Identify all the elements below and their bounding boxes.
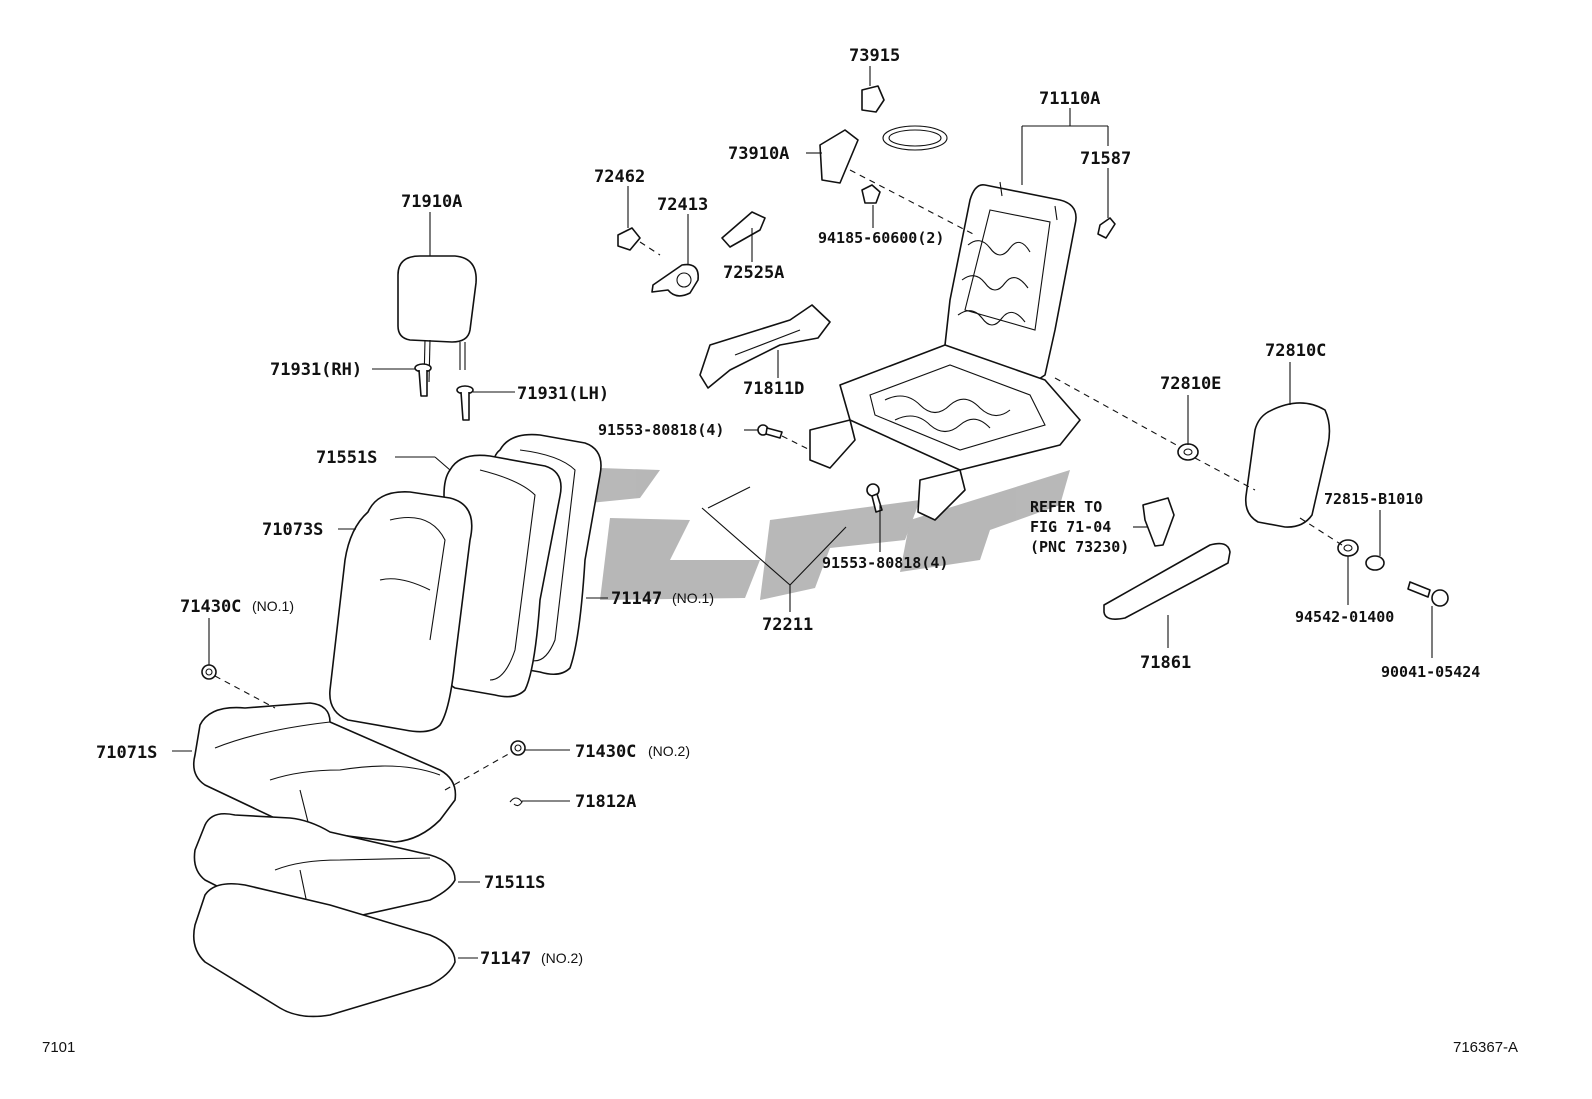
washer-72810e (1177, 443, 1199, 461)
refer-note-line-2: FIG 71-04 (1030, 518, 1111, 536)
label-71430c-no1-tag: (NO.1) (252, 598, 294, 614)
hog-ring-71430c-no1 (201, 664, 217, 680)
seat-frame-71110a (809, 181, 1081, 521)
hog-ring-71430c-no2 (510, 740, 526, 756)
label-71910a: 71910A (401, 192, 462, 212)
dashed-assembly-lines (214, 169, 1343, 791)
label-71071s: 71071S (96, 743, 157, 763)
figure-number: 7101 (42, 1039, 75, 1056)
lever-72525a (721, 211, 766, 248)
label-73910a: 73910A (728, 144, 789, 164)
refer-note-line-3: (PNC 73230) (1030, 538, 1129, 556)
knob-72462 (617, 227, 641, 251)
label-71511s: 71511S (484, 873, 545, 893)
label-72211: 72211 (762, 615, 813, 635)
cushion-pad-71147-no2 (192, 882, 456, 1018)
label-91553-80818-upper: 91553-80818(4) (598, 421, 724, 439)
washer-72815 (1365, 555, 1385, 571)
shield-71811d (699, 304, 831, 389)
headrest-71910a (397, 255, 477, 383)
label-94542-01400: 94542-01400 (1295, 608, 1394, 626)
clip-71812a (509, 797, 523, 807)
label-71110a: 71110A (1039, 89, 1100, 109)
part-labels: 73915 71110A 73910A 71587 72462 72413 94… (96, 46, 1480, 969)
cushion-cover-71071s (192, 702, 457, 843)
label-71147-no1-tag: (NO.1) (672, 590, 714, 606)
lever-72413 (651, 263, 699, 297)
airbag-sensor-73915 (861, 85, 885, 113)
refer-note: REFER TO FIG 71-04 (PNC 73230) (1030, 498, 1129, 556)
label-72413: 72413 (657, 195, 708, 215)
label-91553-80818-lower: 91553-80818(4) (822, 554, 948, 572)
label-72810c: 72810C (1265, 341, 1326, 361)
bushing-94542 (1337, 539, 1359, 557)
refer-note-line-1: REFER TO (1030, 498, 1102, 516)
label-71147-no2-code: 71147 (480, 949, 531, 969)
label-72815-b1010: 72815-B1010 (1324, 490, 1423, 508)
armrest-71861 (1103, 542, 1231, 620)
label-71812a: 71812A (575, 792, 636, 812)
headrest-guide-lh (456, 385, 474, 421)
side-airbag-73910a (819, 125, 948, 184)
buckle-73230 (1142, 497, 1175, 547)
label-71430c-no2-tag: (NO.2) (648, 743, 690, 759)
side-cover-72810c (1244, 402, 1331, 528)
label-90041-05424: 90041-05424 (1381, 663, 1480, 681)
label-72462: 72462 (594, 167, 645, 187)
label-72525a: 72525A (723, 263, 784, 283)
seatback-pad-71073s (329, 491, 473, 733)
label-71551s: 71551S (316, 448, 377, 468)
illustration-id: 716367-A (1453, 1039, 1518, 1056)
label-71430c-no1-code: 71430C (180, 597, 241, 617)
headrest-guide-rh (414, 363, 432, 397)
label-71147-no2-tag: (NO.2) (541, 950, 583, 966)
label-71931-rh: 71931(RH) (270, 360, 362, 380)
label-71587: 71587 (1080, 149, 1131, 169)
label-94185-60600: 94185-60600(2) (818, 229, 944, 247)
nut-94185 (861, 184, 881, 204)
label-71147-no1-code: 71147 (611, 589, 662, 609)
label-71861: 71861 (1140, 653, 1191, 673)
cap-71587 (1097, 217, 1116, 239)
label-72810e: 72810E (1160, 374, 1221, 394)
label-71811d: 71811D (743, 379, 804, 399)
label-71931-lh: 71931(LH) (517, 384, 609, 404)
leader-lines (172, 66, 1433, 959)
bolt-91553-a (757, 424, 783, 439)
label-71073s: 71073S (262, 520, 323, 540)
bolt-90041 (1407, 581, 1449, 607)
label-73915: 73915 (849, 46, 900, 66)
label-71430c-no2-code: 71430C (575, 742, 636, 762)
